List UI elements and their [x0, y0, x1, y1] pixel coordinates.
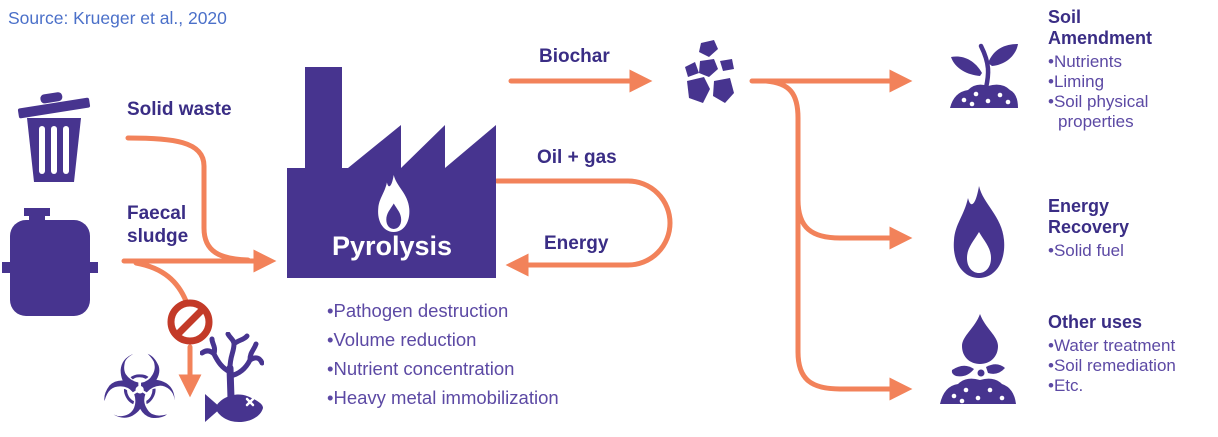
- water-drop-soil-icon: [940, 314, 1016, 404]
- output-item: •Solid fuel: [1048, 241, 1124, 260]
- solid-waste-arrow: [125, 135, 251, 263]
- benefit-item: •Volume reduction: [327, 329, 477, 350]
- output-block-energy-recovery: Energy Recovery •Solid fuel: [1048, 196, 1176, 261]
- output-item: •Soil remediation: [1048, 356, 1176, 375]
- output-block-other-uses: Other uses •Water treatment •Soil remedi…: [1048, 312, 1206, 396]
- biochar-chunks-icon: [685, 40, 734, 103]
- solid-waste-label: Solid waste: [127, 99, 232, 120]
- biohazard-icon: ☣: [100, 336, 179, 437]
- other-uses-arrow: [763, 78, 913, 401]
- dead-fish-icon: [205, 394, 263, 422]
- output-item: •Etc.: [1048, 376, 1084, 395]
- output-item: •Water treatment: [1048, 336, 1176, 355]
- pyrolysis-factory-icon: [287, 67, 496, 278]
- output-title: Other uses: [1048, 312, 1143, 332]
- benefit-item: •Nutrient concentration: [327, 358, 515, 379]
- oil-gas-label: Oil + gas: [537, 147, 617, 168]
- flame-icon: [953, 186, 1005, 278]
- pyrolysis-benefits-list: •Pathogen destruction •Volume reduction …: [327, 296, 627, 412]
- prohibition-icon: [167, 299, 213, 345]
- pyrolysis-label: Pyrolysis: [331, 231, 453, 261]
- output-title: Energy Recovery: [1048, 196, 1130, 237]
- benefit-item: •Pathogen destruction: [327, 300, 509, 321]
- sludge-tank-icon: [2, 208, 98, 316]
- dead-tree-icon: [200, 332, 264, 398]
- output-item: •Soil physical properties: [1048, 92, 1149, 131]
- output-item: •Liming: [1048, 72, 1105, 91]
- faecal-sludge-label: Faecal sludge: [127, 203, 189, 247]
- biochar-label: Biochar: [539, 46, 610, 67]
- seedling-icon: [950, 43, 1018, 108]
- output-title: Soil Amendment: [1048, 7, 1153, 48]
- prohibited-path-curve: [133, 260, 189, 304]
- trash-can-icon: [17, 92, 91, 182]
- benefit-item: •Heavy metal immobilization: [327, 387, 559, 408]
- source-caption: Source: Krueger et al., 2020: [8, 8, 227, 28]
- output-item: •Nutrients: [1048, 52, 1122, 71]
- factory-flame-icon: [378, 175, 410, 233]
- oil-gas-energy-loop-arrow: [494, 178, 673, 277]
- energy-recovery-arrow: [795, 197, 913, 250]
- output-block-soil-amendment: Soil Amendment •Nutrients •Liming •Soil …: [1048, 7, 1176, 132]
- energy-label: Energy: [544, 233, 609, 254]
